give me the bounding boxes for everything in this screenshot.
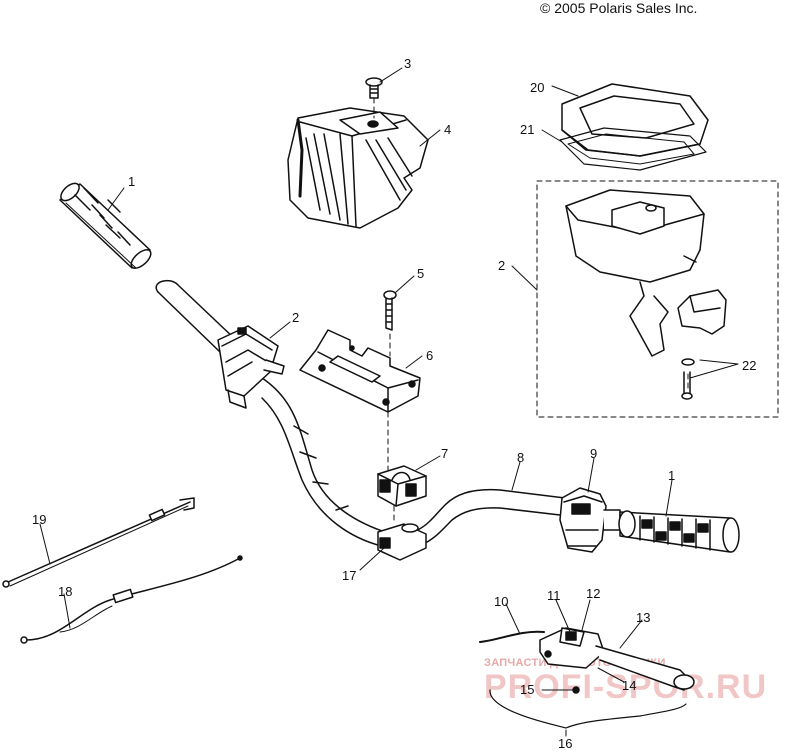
callout-11: 11 — [547, 588, 561, 603]
callout-20: 20 — [530, 80, 544, 95]
callout-10: 10 — [494, 594, 508, 609]
callout-2-left-housing: 2 — [292, 310, 299, 325]
brake-lever-assembly — [479, 627, 695, 729]
callout-18: 18 — [58, 584, 72, 599]
mounting-bracket — [299, 329, 421, 413]
bolt-5 — [383, 290, 397, 331]
callout-1-left-grip: 1 — [128, 174, 135, 189]
left-grip — [59, 182, 152, 269]
callout-17: 17 — [342, 568, 356, 583]
right-switch-housing — [565, 189, 705, 357]
housing-clamp-hardware — [677, 289, 727, 400]
callout-3: 3 — [404, 56, 411, 71]
clamp-upper — [377, 465, 427, 507]
callout-15: 15 — [520, 682, 534, 697]
housing-gasket — [559, 127, 707, 171]
right-grip — [618, 510, 740, 553]
callout-7: 7 — [441, 446, 448, 461]
assembly-lines — [373, 97, 689, 525]
callout-1-right-grip: 1 — [668, 468, 675, 483]
callout-5: 5 — [417, 266, 424, 281]
brake-cable — [20, 555, 243, 644]
right-housing-group-box — [536, 180, 779, 418]
watermark-logo-text: PROFI-SPOR.RU — [484, 668, 767, 706]
handlebar — [155, 279, 566, 550]
housing-lid — [561, 83, 709, 157]
clamp-lower — [377, 523, 427, 561]
leader-lines — [39, 67, 739, 737]
callout-9: 9 — [590, 446, 597, 461]
throttle-cable — [2, 497, 195, 588]
callout-21: 21 — [520, 122, 534, 137]
callout-4: 4 — [444, 122, 451, 137]
copyright-notice: © 2005 Polaris Sales Inc. — [540, 0, 698, 16]
callout-2-right-housing: 2 — [498, 258, 505, 273]
callout-6: 6 — [426, 348, 433, 363]
screw-3 — [365, 77, 383, 99]
callout-8: 8 — [517, 450, 524, 465]
right-throttle-housing — [559, 487, 621, 553]
left-switch-housing — [217, 325, 285, 409]
callout-14: 14 — [622, 678, 636, 693]
callout-13: 13 — [636, 610, 650, 625]
callout-22: 22 — [742, 358, 756, 373]
handlebar-cover — [287, 107, 429, 229]
callout-16: 16 — [558, 736, 572, 750]
callout-19: 19 — [32, 512, 46, 527]
callout-12: 12 — [586, 586, 600, 601]
